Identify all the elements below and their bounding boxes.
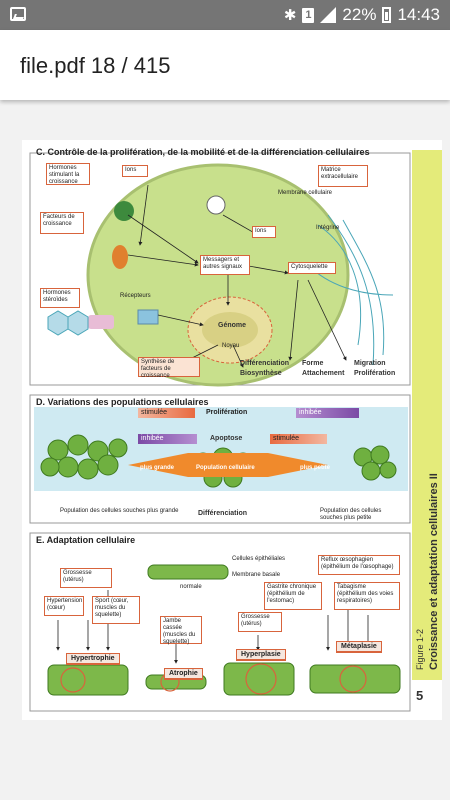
- genome-label: Génome: [218, 322, 247, 329]
- grossesse-label: Grossesse (utérus): [60, 568, 112, 588]
- differenciation-c-label: Différenciation: [240, 360, 290, 367]
- stimulee2-bar: stimulée: [270, 434, 327, 444]
- apoptose-label: Apoptose: [210, 435, 243, 442]
- bluetooth-icon: ✱: [283, 7, 297, 24]
- section-e-title: E. Adaptation cellulaire: [36, 535, 136, 545]
- membrane-label: Membrane cellulaire: [278, 190, 333, 196]
- battery-icon: [382, 7, 392, 23]
- stimulee-bar: stimulée: [138, 408, 195, 418]
- migration-label: Migration: [354, 360, 386, 367]
- pop-grande-label: Population des cellules souches plus gra…: [60, 508, 179, 514]
- plus-grande-label: plus grande: [140, 465, 175, 471]
- facteurs-label: Facteurs de croissance: [40, 212, 84, 234]
- battery-percent: 22%: [342, 5, 377, 24]
- membrane-e-label: Membrane basale: [232, 572, 281, 578]
- forme-label: Forme: [302, 360, 324, 367]
- page-scan: [28, 145, 442, 715]
- proliferation-d-label: Prolifération: [206, 409, 248, 416]
- signal-icon: [320, 7, 337, 23]
- figure-illustration: [29, 152, 411, 712]
- hyperplasie-badge: Hyperplasie: [236, 649, 286, 661]
- sim-icon: 1: [302, 7, 315, 23]
- ions-mid-label: Ions: [252, 226, 276, 238]
- integrine-label: Intégrine: [316, 225, 340, 231]
- messagers-label: Messagers et autres signaux: [200, 255, 250, 275]
- matrice-label: Matrice extracellulaire: [318, 165, 368, 187]
- hormones-steroides-label: Hormones stéroïdes: [40, 288, 80, 308]
- noyau-label: Noyau: [222, 343, 240, 349]
- section-d-title: D. Variations des populations cellulaire…: [36, 397, 209, 407]
- app-bar: file.pdf 18 / 415: [0, 30, 450, 100]
- plus-petite-label: plus petite: [300, 465, 331, 471]
- normale-label: normale: [180, 584, 202, 590]
- population-label: Population cellulaire: [196, 465, 255, 471]
- sport-label: Sport (cœur, muscles du squelette): [92, 596, 140, 624]
- page-number: 5: [416, 688, 424, 703]
- status-icons: ✱ 1 22% 14:43: [284, 0, 440, 30]
- figure-label-prefix: Figure 1-2: [415, 628, 425, 670]
- cellules-label: Cellules épithéliales: [232, 556, 286, 562]
- gallery-notification-icon: [10, 7, 26, 21]
- cytosquelette-label: Cytosquelette: [288, 262, 336, 274]
- recepteurs-label: Récepteurs: [120, 293, 151, 299]
- grossesse2-label: Grossesse (utérus): [238, 612, 282, 632]
- status-bar: ✱ 1 22% 14:43: [0, 0, 450, 30]
- ions-top-label: Ions: [122, 165, 148, 177]
- reflux-label: Reflux œsophagien (épithélium de l'œsoph…: [318, 555, 400, 575]
- biosynthese-label: Biosynthèse: [240, 370, 282, 377]
- section-c-title: C. Contrôle de la prolifération, de la m…: [36, 147, 370, 157]
- hormones-label: Hormones stimulant la croissance: [46, 163, 90, 185]
- figure-side-tab: Croissance et adaptation cellulaires II …: [412, 150, 442, 680]
- metaplasie-badge: Métaplasie: [336, 641, 382, 653]
- atrophie-badge: Atrophie: [164, 668, 203, 680]
- gastrite-label: Gastrite chronique (épithélium de l'esto…: [264, 582, 322, 610]
- pop-petite-label: Population des cellules souches plus pet…: [320, 508, 382, 521]
- attachement-label: Attachement: [302, 370, 345, 377]
- proliferation-c-label: Prolifération: [354, 370, 396, 377]
- inhibee-bar: inhibée: [296, 408, 359, 418]
- jambe-label: Jambe cassée (muscles du squelette): [160, 616, 202, 645]
- hypertrophie-badge: Hypertrophie: [66, 653, 120, 665]
- differenciation-d-label: Différenciation: [198, 510, 248, 517]
- tabagisme-label: Tabagisme (épithélium des voies respirat…: [334, 582, 400, 610]
- document-title: file.pdf 18 / 415: [20, 53, 171, 78]
- figure-label: Croissance et adaptation cellulaires II: [428, 473, 440, 670]
- synthese-label: Synthèse de facteurs de croissance: [138, 357, 200, 379]
- inhibee2-bar: inhibée: [138, 434, 197, 444]
- hypertension-label: Hypertension (cœur): [44, 596, 84, 616]
- clock: 14:43: [397, 5, 440, 24]
